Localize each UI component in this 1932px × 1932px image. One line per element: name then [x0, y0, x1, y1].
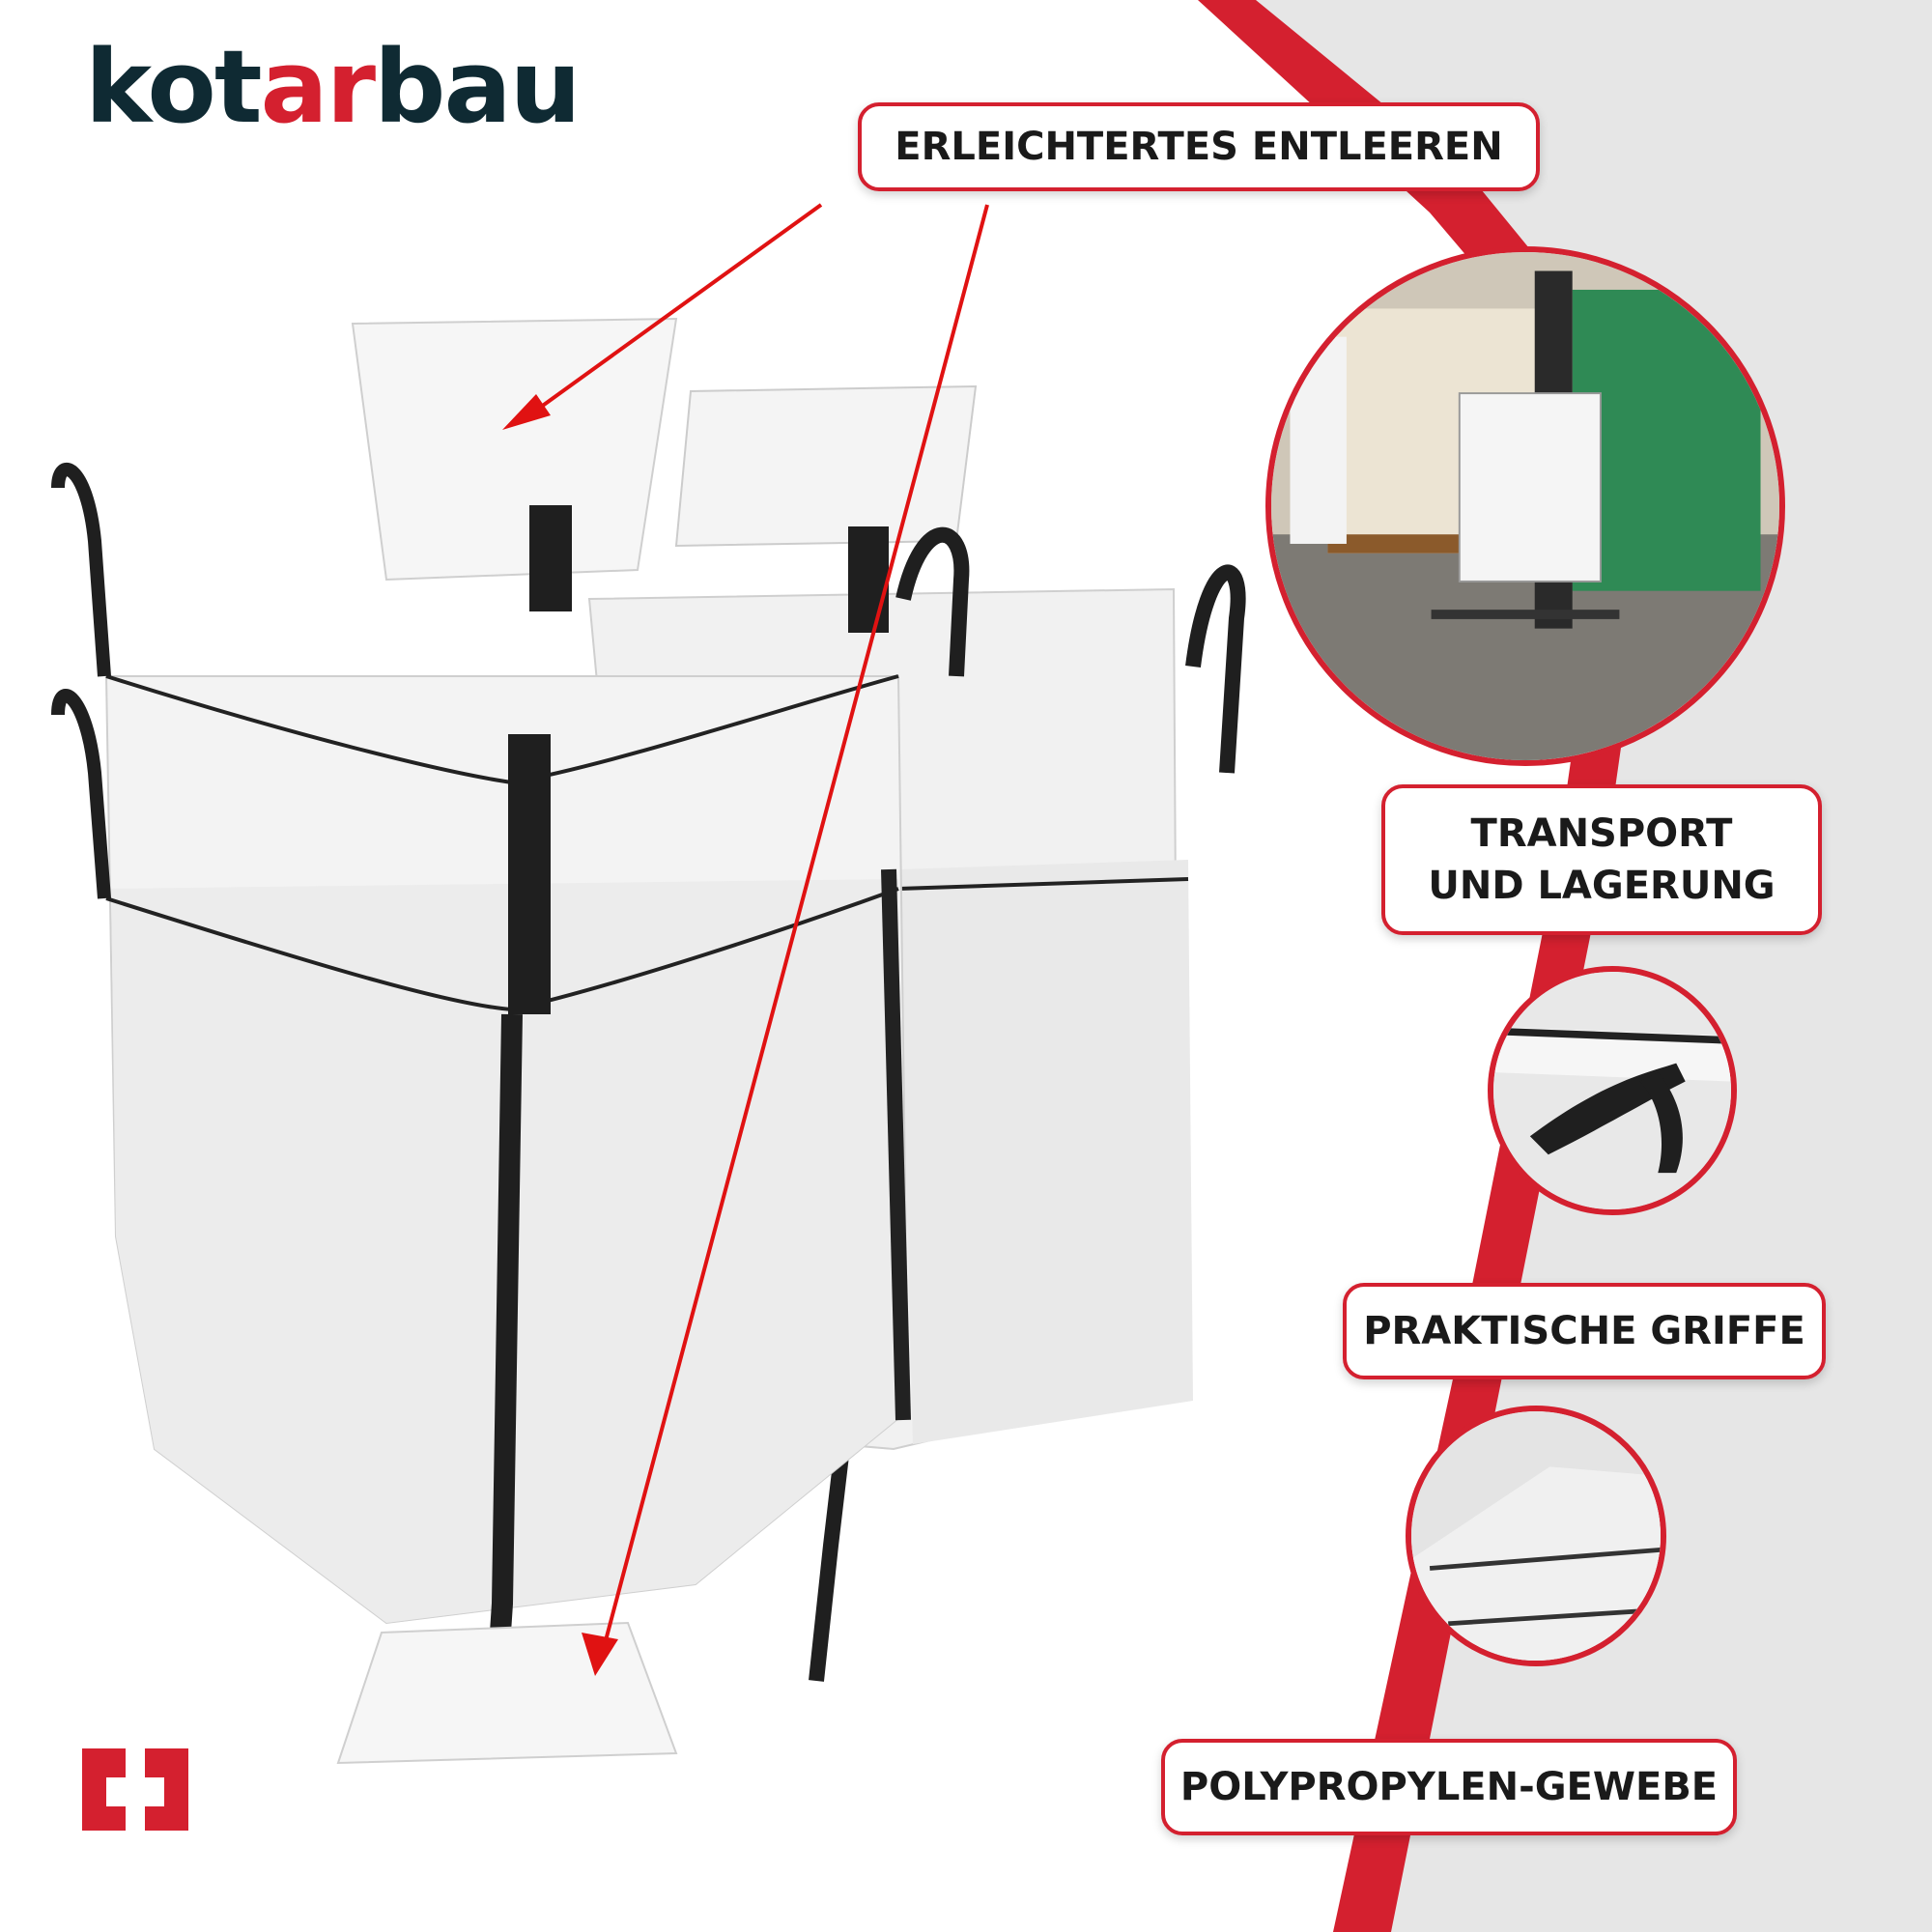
logo-text-ar: ar	[260, 28, 376, 146]
arrow-indicators	[502, 203, 989, 1676]
brand-logo: kotarbau	[85, 37, 582, 137]
logo-text-kot: kot	[85, 28, 263, 146]
label-transport-line1: TRANSPORT	[1470, 811, 1733, 856]
label-fabric-text: POLYPROPYLEN-GEWEBE	[1179, 1765, 1719, 1809]
forklift-photo	[1265, 246, 1785, 766]
label-transport-line2: UND LAGERUNG	[1428, 864, 1776, 908]
label-transport: TRANSPORT UND LAGERUNG	[1381, 784, 1822, 935]
strap-loop-detail	[1488, 966, 1737, 1215]
woven-fabric-detail	[1406, 1406, 1666, 1666]
label-fabric: POLYPROPYLEN-GEWEBE	[1161, 1739, 1737, 1835]
brand-mark-icon	[82, 1748, 188, 1831]
fabric-detail-icon	[1411, 1411, 1661, 1661]
label-emptying-text: ERLEICHTERTES ENTLEEREN	[895, 125, 1503, 169]
strap-detail-icon	[1493, 972, 1731, 1209]
big-bag-icon	[51, 317, 1246, 1765]
label-handles-text: PRAKTISCHE GRIFFE	[1363, 1309, 1805, 1353]
label-emptying: ERLEICHTERTES ENTLEEREN	[858, 102, 1540, 191]
label-handles: PRAKTISCHE GRIFFE	[1343, 1283, 1826, 1379]
warehouse-scene-icon	[1271, 252, 1779, 760]
logo-text-bau: bau	[374, 28, 582, 146]
